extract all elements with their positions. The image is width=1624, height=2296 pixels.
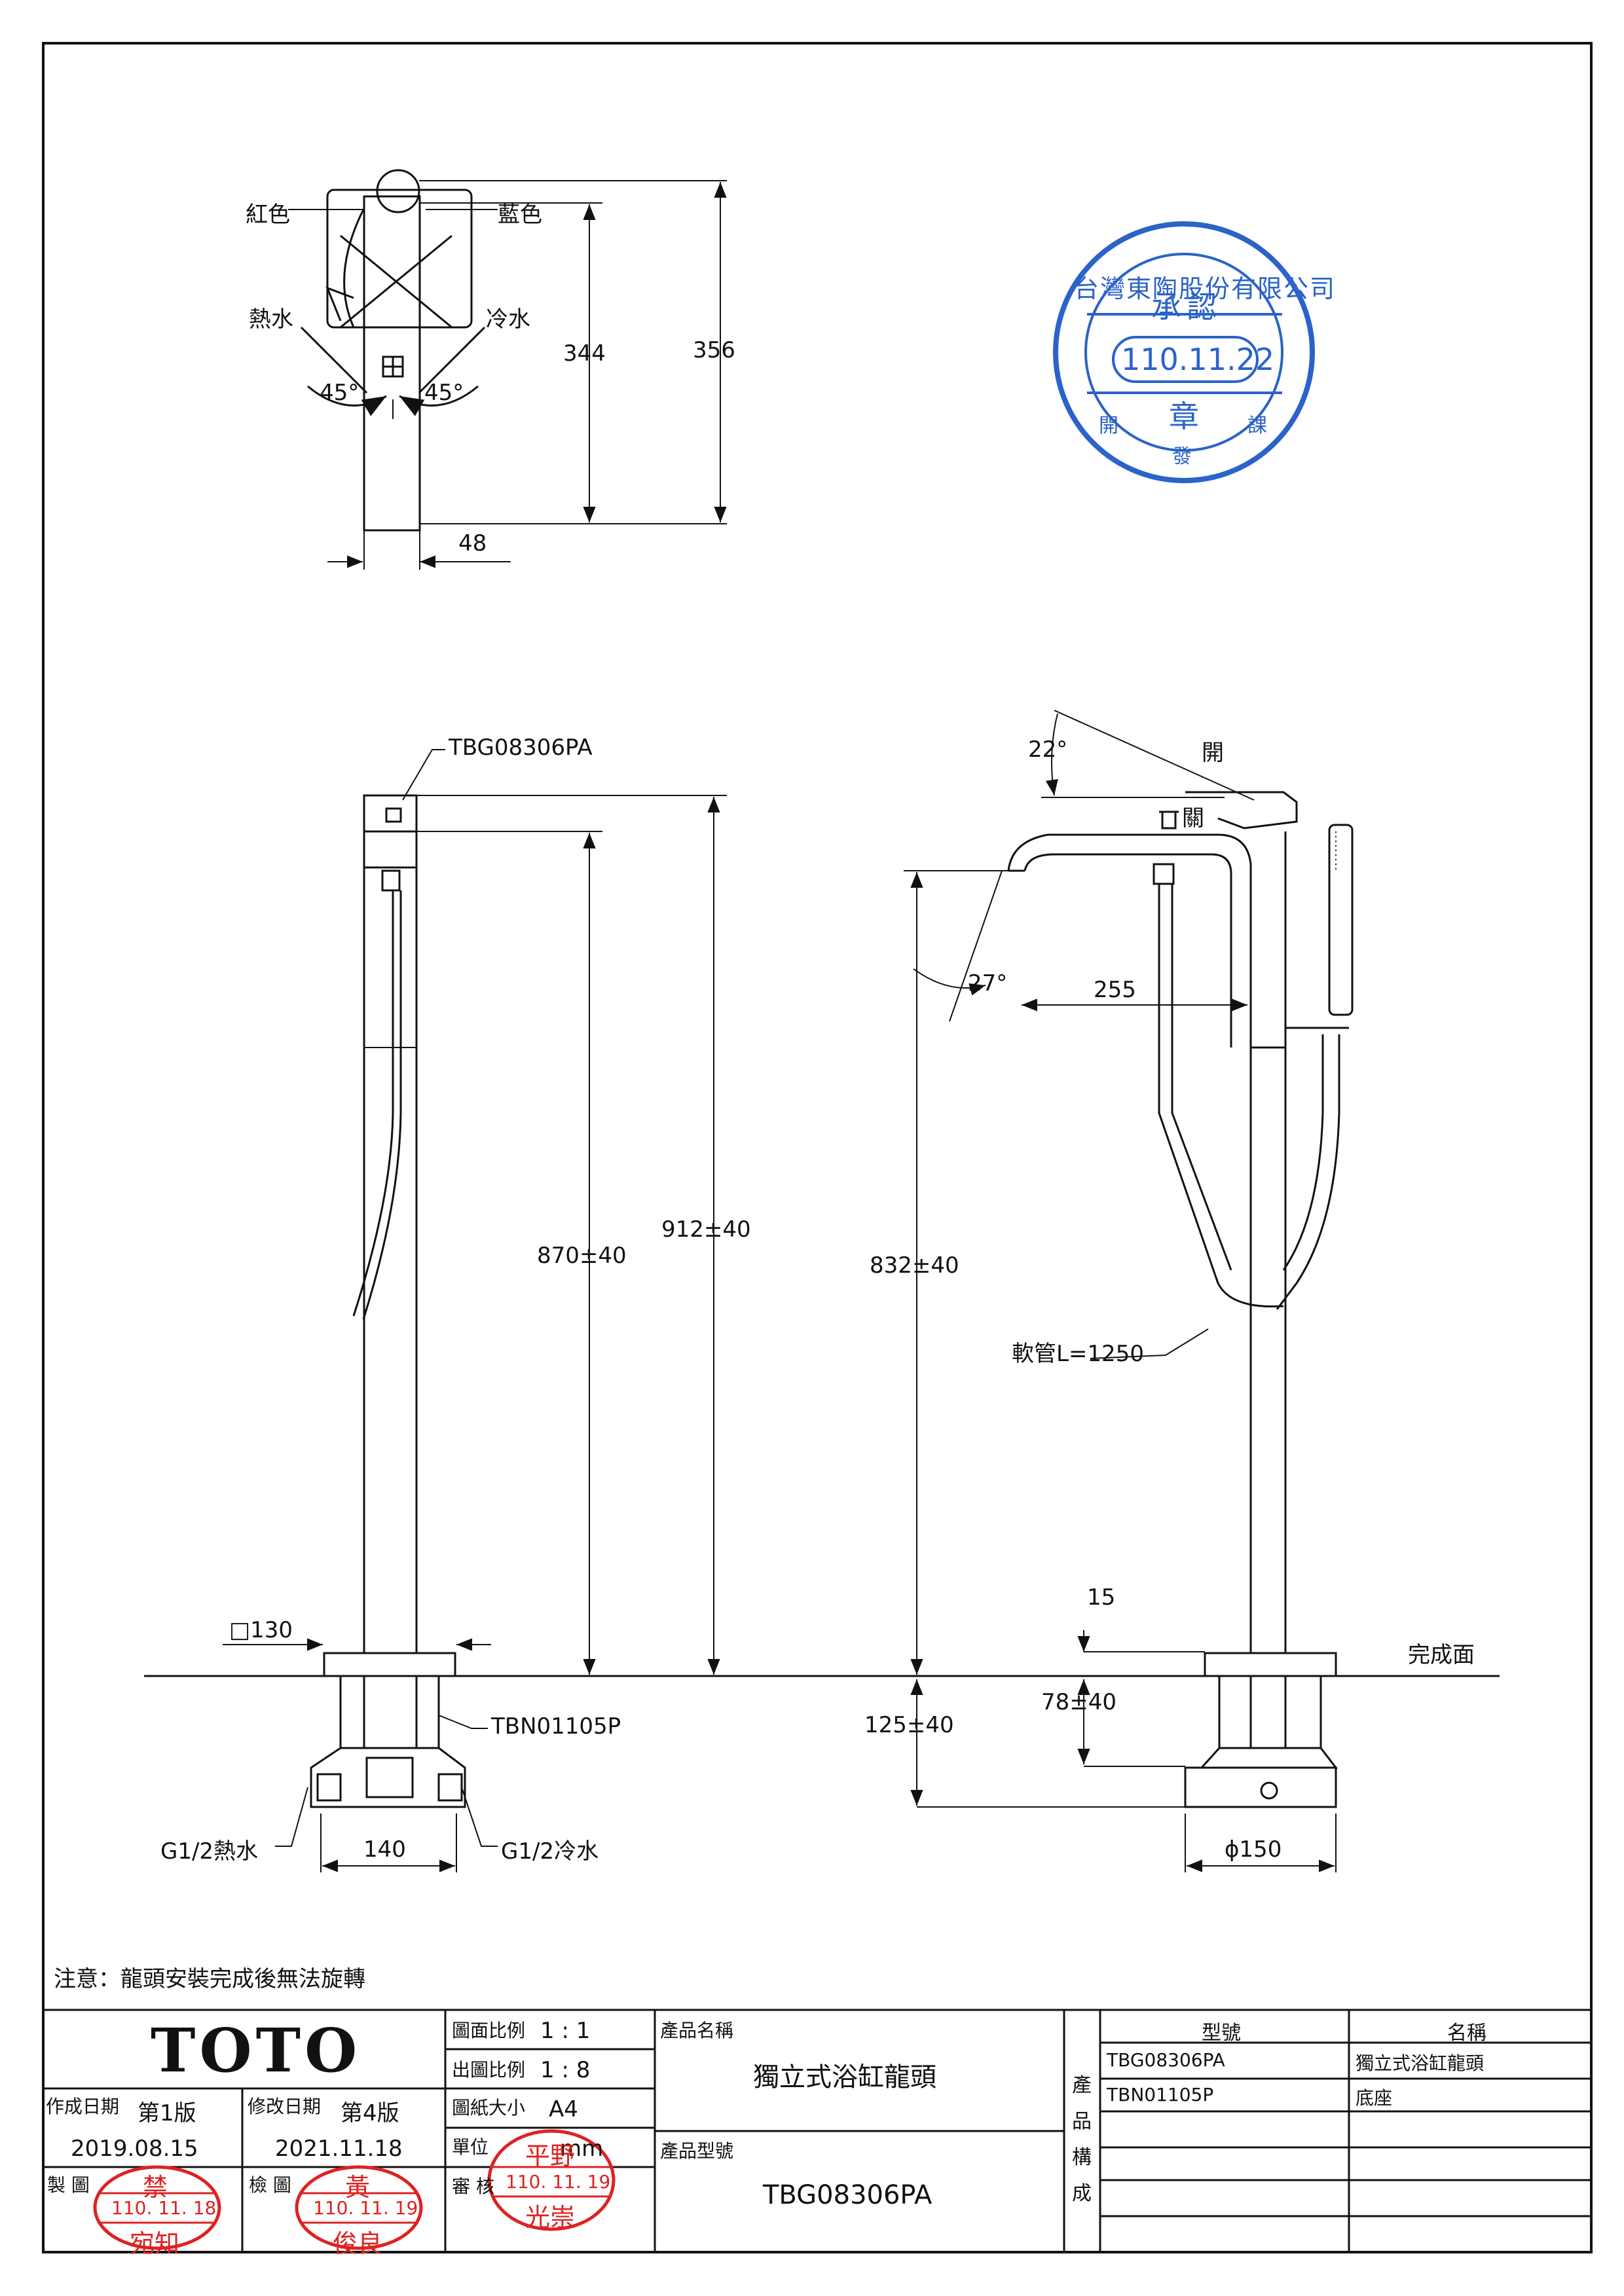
approval-date: 110.11.22: [1121, 342, 1275, 377]
composition-label-4: 成: [1072, 2182, 1092, 2205]
product-name: 獨立式浴缸龍頭: [753, 2062, 936, 2092]
front-base-square: □130: [229, 1617, 293, 1643]
signature-stamps: [93, 2129, 616, 2250]
side-dim-255: 255: [1094, 977, 1136, 1003]
created-label: 作成日期: [46, 2096, 120, 2117]
side-close-label: 關: [1182, 805, 1204, 831]
side-dim-15: 15: [1087, 1584, 1116, 1611]
side-dim-150: ϕ150: [1225, 1836, 1282, 1863]
front-dim-140: 140: [363, 1836, 406, 1863]
front-model-label: TBG08306PA: [449, 735, 593, 761]
top-angle-right: 45°: [424, 380, 464, 406]
component-name: 獨立式浴缸龍頭: [1356, 2052, 1485, 2074]
drafter-date: 110. 11. 18: [111, 2197, 217, 2219]
checked-label: 檢 圖: [249, 2174, 291, 2196]
approval-seal: 章: [1169, 399, 1199, 434]
front-inlet-hot: G1/2熱水: [160, 1838, 259, 1865]
reviewer-name-top: 平野: [525, 2141, 576, 2170]
approval-approved: 承認: [1151, 289, 1222, 325]
approval-dept-left: 開: [1099, 414, 1118, 437]
front-inlet-cold: G1/2冷水: [501, 1838, 599, 1865]
front-dim-870: 870±40: [537, 1243, 627, 1269]
front-dim-912: 912±40: [661, 1216, 751, 1243]
approval-dept-right: 課: [1247, 414, 1267, 437]
composition-label-1: 產: [1072, 2074, 1092, 2097]
top-label-red: 紅色: [246, 202, 290, 228]
version-first: 第1版: [138, 2100, 196, 2126]
review-label: 審 核: [452, 2176, 494, 2197]
reviewer-date: 110. 11. 19: [506, 2171, 611, 2193]
side-dim-832: 832±40: [870, 1252, 959, 1279]
drawing-scale-label: 圖面比例: [452, 2020, 526, 2041]
sheet-border: [42, 42, 1593, 2253]
paper-label: 圖紙大小: [452, 2097, 526, 2119]
side-open-label: 開: [1202, 740, 1224, 766]
approval-stamp: [1053, 221, 1315, 483]
brand-logo: TOTO: [151, 2015, 361, 2086]
installation-note: 注意：龍頭安裝完成後無法旋轉: [54, 1966, 365, 1992]
top-dim-356: 356: [693, 337, 735, 363]
unit-value: mm: [560, 2136, 604, 2162]
checker-date: 110. 11. 19: [313, 2197, 418, 2219]
product-name-label: 產品名稱: [660, 2020, 734, 2041]
component-name: 底座: [1356, 2087, 1393, 2109]
product-model: TBG08306PA: [763, 2180, 932, 2210]
checker-name-top: 黃: [345, 2173, 371, 2202]
approval-dept-bottom: 發: [1172, 445, 1192, 468]
table-header-name: 名稱: [1447, 2022, 1486, 2045]
side-finish-surface: 完成面: [1408, 1642, 1475, 1668]
paper-value: A4: [549, 2096, 578, 2123]
table-header-model: 型號: [1202, 2022, 1241, 2045]
front-view: [144, 749, 1500, 1872]
top-label-cold: 冷水: [486, 306, 530, 333]
revised-date: 2021.11.18: [275, 2136, 403, 2162]
created-date: 2019.08.15: [71, 2136, 198, 2162]
revised-label: 修改日期: [248, 2096, 322, 2117]
top-label-hot: 熱水: [249, 306, 293, 333]
top-view: [288, 169, 727, 570]
side-hose: 軟管L=1250: [1012, 1341, 1144, 1367]
version-current: 第4版: [341, 2100, 399, 2126]
checker-name-bottom: 俊良: [333, 2229, 383, 2258]
drafter-name-top: 禁: [143, 2173, 168, 2202]
top-label-blue: 藍色: [498, 202, 542, 228]
top-dim-48: 48: [458, 530, 487, 556]
print-scale-label: 出圖比例: [452, 2059, 526, 2081]
side-dim-78: 78±40: [1041, 1689, 1117, 1715]
component-model: TBN01105P: [1107, 2084, 1214, 2105]
composition-label-2: 品: [1072, 2110, 1092, 2133]
product-model-label: 產品型號: [660, 2140, 734, 2162]
top-angle-left: 45°: [320, 380, 360, 406]
side-dim-125: 125±40: [864, 1712, 954, 1738]
title-block: [42, 2009, 1593, 2253]
side-angle-27: 27°: [968, 970, 1008, 996]
composition-label-3: 構: [1072, 2146, 1092, 2169]
side-angle-22: 22°: [1028, 737, 1068, 763]
drafted-label: 製 圖: [47, 2174, 90, 2196]
drafter-name-bottom: 宛知: [130, 2229, 180, 2258]
reviewer-name-bottom: 光崇: [525, 2203, 576, 2232]
drawing-scale-value: 1 : 1: [540, 2018, 591, 2044]
component-model: TBG08306PA: [1107, 2049, 1225, 2071]
print-scale-value: 1 : 8: [540, 2057, 591, 2083]
approval-company: 台灣東陶股份有限公司: [1074, 274, 1337, 303]
front-base-model: TBN01105P: [491, 1713, 621, 1740]
side-view: [904, 710, 1354, 1872]
unit-label: 單位: [452, 2136, 489, 2158]
top-dim-344: 344: [563, 340, 606, 367]
